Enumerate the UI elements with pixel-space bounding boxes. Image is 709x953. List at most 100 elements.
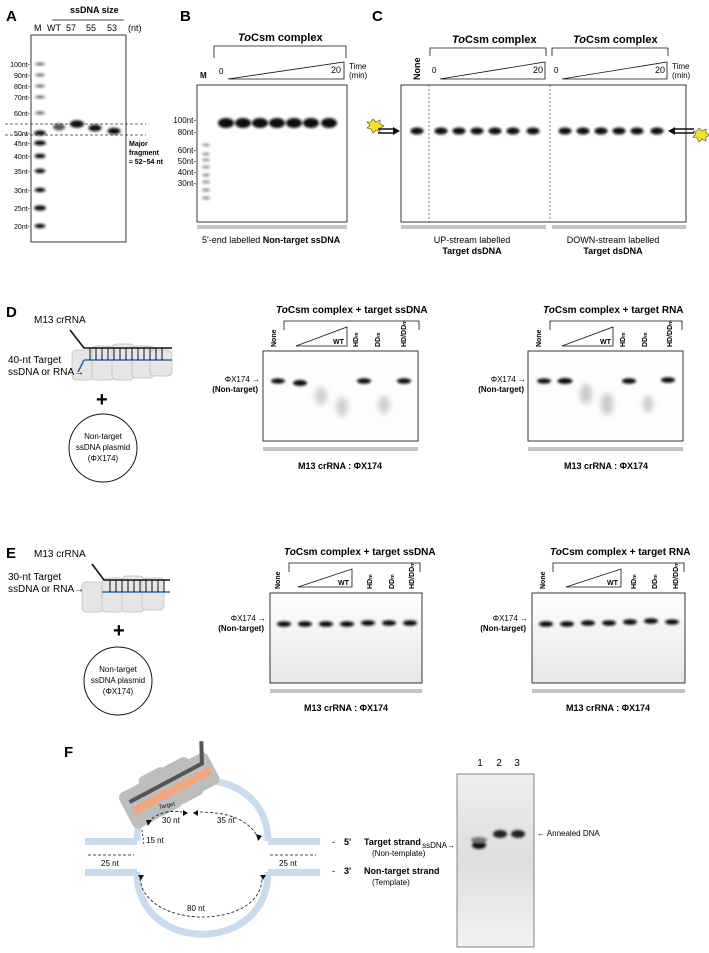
d-gel1-bracket (283, 320, 420, 330)
panel-f-schematic: Target 30 nt 35 nt 15 nt 25 nt 25 nt 80 … (85, 741, 320, 938)
strand5-prefix: - (332, 837, 335, 847)
ladder-90: 90nt- (14, 73, 31, 80)
star-icon (692, 127, 709, 143)
arc-35 (199, 811, 259, 839)
panel-d-target-l1: 40-nt Target (8, 355, 61, 366)
panel-e-plasmid-l2: ssDNA plasmid (91, 676, 145, 685)
lane-55: 55 (86, 23, 96, 33)
panel-a-note: Major fragment ≈ 52~54 nt (129, 141, 164, 166)
e2-lane-none: None (540, 571, 547, 589)
panel-c-none: None (412, 58, 422, 81)
d-gel1-band-l2: (Non-target) (212, 385, 258, 394)
panel-c-unit: (min) (672, 71, 691, 80)
arrow-left-icon (668, 127, 675, 135)
panel-e-plasmid-l3: (ΦX174) (103, 687, 134, 696)
panel-c-t20-1: 20 (533, 65, 543, 75)
d-gel2-title: ToCsm complex + target RNA (543, 305, 684, 316)
ladder-70: 70nt- (14, 95, 31, 102)
panel-d-plus: + (96, 389, 108, 411)
panel-b-marker: M (200, 71, 207, 80)
d-gel1-caption: M13 crRNA : ΦX174 (298, 461, 382, 471)
strand-bottom-right (268, 869, 320, 876)
e-gel2-lane-labels: None WT HDm DDm HD/DDm (540, 562, 680, 589)
panel-b-grey-bar (197, 225, 347, 229)
down-label-marker (668, 127, 709, 143)
gel-b-bands (202, 118, 337, 200)
arrow-right-icon (393, 127, 400, 135)
unit-nt: (nt) (128, 23, 142, 33)
e2-lane-hd: HDm (631, 574, 638, 589)
dist-30: 30 nt (162, 816, 181, 825)
panel-b-title: ToCsm complex (238, 32, 323, 44)
panel-a-header: ssDNA size (70, 5, 119, 15)
d-gel1 (262, 350, 419, 442)
panel-d-crrna: M13 crRNA (34, 315, 86, 326)
strand5-end: 5' (344, 837, 351, 847)
f-gel (456, 773, 535, 948)
e-gel2-wedge (565, 568, 622, 588)
ladder-60: 60nt- (14, 111, 31, 118)
panel-b-time-wedge (227, 61, 345, 80)
d-gel2-caption: M13 crRNA : ΦX174 (564, 461, 648, 471)
panel-e-plasmid-l1: Non-target (99, 665, 138, 674)
arc-15 (141, 829, 145, 846)
ladder-100: 100nt- (10, 62, 31, 69)
e-gel1-title: ToCsm complex + target ssDNA (284, 547, 436, 558)
e-gel1 (269, 592, 423, 684)
panel-c-bracket-2 (551, 47, 669, 56)
gel-a (30, 34, 127, 243)
e-gel2-caption: M13 crRNA : ΦX174 (566, 703, 650, 713)
e2-lane-hddd: HD/DDm (673, 562, 680, 589)
strand5-sub: (Non-template) (372, 849, 426, 858)
panel-e-complex (81, 563, 170, 613)
d-gel1-lane-labels: None WT HDm DDm HD/DDm (271, 320, 408, 347)
dist-35: 35 nt (217, 816, 236, 825)
arc-80 (139, 877, 263, 918)
strand-top-left (85, 838, 137, 845)
panel-b-label: B (180, 8, 191, 25)
e-gel2-band-l2: (Non-target) (480, 624, 526, 633)
d-gel2-bands (537, 377, 675, 415)
panel-b-bracket (213, 45, 347, 58)
e-gel1-bands (277, 620, 417, 627)
panel-c-label: C (372, 8, 383, 25)
panel-c-cap1-l2: Target dsDNA (442, 246, 502, 256)
e1-lane-hddd: HD/DDm (409, 562, 416, 589)
e1-lane-dd: DDm (389, 574, 396, 589)
b-ladder-80: 80nt- (178, 128, 197, 137)
f-gel-bands (471, 830, 525, 849)
f-lane-2: 2 (496, 758, 502, 769)
panel-b-time: Time (349, 62, 367, 71)
lane-53: 53 (107, 23, 117, 33)
lane-m: M (34, 23, 42, 33)
e2-lane-dd: DDm (652, 574, 659, 589)
lane-57: 57 (66, 23, 76, 33)
e-gel2 (531, 592, 686, 684)
ladder-45: 45nt- (14, 141, 31, 148)
e-gel1-caption: M13 crRNA : ΦX174 (304, 703, 388, 713)
panel-c-wedge-2 (561, 61, 668, 80)
panel-d-complex (69, 329, 173, 381)
panel-c-t20-2: 20 (655, 65, 665, 75)
d2-lane-none: None (536, 329, 543, 347)
panel-a-label: A (6, 8, 17, 25)
f-ssdna-label: ssDNA→ (422, 841, 455, 850)
e-gel2-title: ToCsm complex + target RNA (550, 547, 691, 558)
panel-d-plasmid (68, 413, 138, 483)
star-icon (366, 118, 385, 134)
strand5-name: Target strand (364, 837, 421, 847)
panel-d-label: D (6, 304, 17, 321)
e-gel2-band-l1: ΦX174 → (493, 614, 528, 623)
panel-c-cap2-l1: DOWN-stream labelled (567, 235, 660, 245)
e-gel1-band-l2: (Non-target) (218, 624, 264, 633)
f-annealed-label: ← Annealed DNA (537, 829, 600, 838)
b-ladder-60: 60nt- (178, 146, 197, 155)
d-gel2-bracket (549, 320, 683, 330)
dist-25-right: 25 nt (279, 859, 298, 868)
panel-c-title-1: ToCsm complex (452, 34, 537, 46)
ladder-80: 80nt- (14, 84, 31, 91)
csm-complex (118, 741, 220, 829)
dist-80: 80 nt (187, 904, 206, 913)
gel-c (400, 84, 687, 223)
